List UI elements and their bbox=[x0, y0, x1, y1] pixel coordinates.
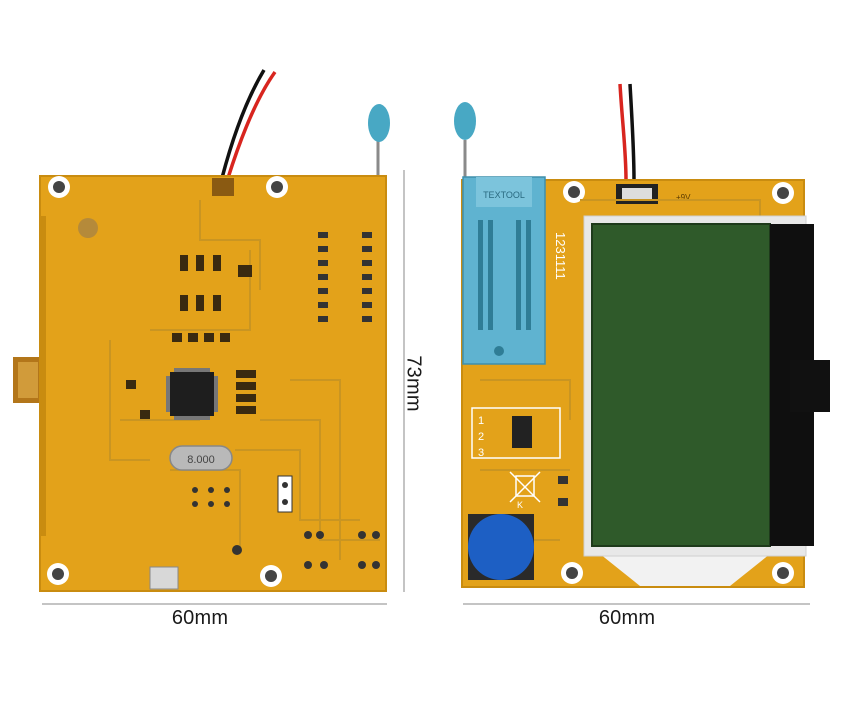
test-button bbox=[468, 514, 534, 580]
crystal-oscillator bbox=[169, 445, 233, 471]
pcb-front-side: +9V TEXTOOL 1231111 1 2 3 bbox=[454, 83, 830, 588]
zif-socket bbox=[462, 176, 546, 365]
svg-text:2: 2 bbox=[478, 431, 484, 443]
lcd-screen bbox=[591, 223, 771, 547]
svg-text:1: 1 bbox=[478, 415, 484, 427]
svg-text:TEXTOOL: TEXTOOL bbox=[483, 190, 525, 200]
width-label-right: 60mm bbox=[598, 607, 656, 629]
svg-text:K: K bbox=[517, 500, 523, 510]
pcb-back-side: 8.000 bbox=[13, 69, 390, 592]
svg-text:3: 3 bbox=[478, 447, 484, 459]
height-label: 73mm bbox=[402, 355, 425, 412]
svg-text:+9V: +9V bbox=[676, 193, 691, 202]
pin-number-label: 1231111 bbox=[553, 232, 568, 280]
microcontroller-chip bbox=[170, 372, 214, 416]
capacitor-bulb bbox=[368, 104, 390, 142]
width-label-left: 60mm bbox=[171, 607, 229, 629]
svg-text:8.000: 8.000 bbox=[187, 454, 215, 466]
weee-bin-icon bbox=[509, 471, 541, 503]
